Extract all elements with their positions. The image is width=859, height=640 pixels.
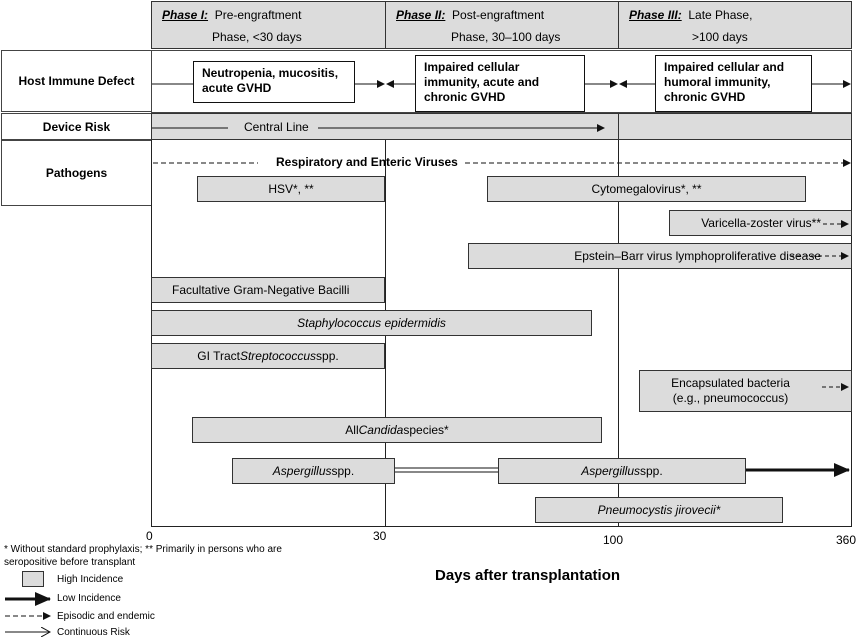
axis-title: Days after transplantation [435, 567, 621, 584]
defect-phase-1: Neutropenia, mucositis, acute GVHD [193, 61, 355, 103]
bar-staph: Staphylococcus epidermidis [151, 310, 592, 336]
strep-italic: Streptococcus [239, 349, 317, 363]
bar-cmv: Cytomegalovirus*, ** [487, 176, 806, 202]
strep-prefix: GI Tract [197, 349, 240, 363]
tick-360: 360 [836, 533, 857, 547]
phase-1-sub: Phase, <30 days [212, 30, 302, 44]
row-label-pathogens: Pathogens [1, 140, 152, 206]
phase-header-2 [385, 1, 619, 49]
bar-gram-negative: Facultative Gram-Negative Bacilli [151, 277, 385, 303]
bar-ebv: Epstein–Barr virus lymphoproliferative d… [468, 243, 852, 269]
phase-1-label: Phase I: Pre-engraftment [162, 8, 302, 22]
bar-encapsulated: Encapsulated bacteria (e.g., pneumococcu… [639, 370, 852, 412]
candida-italic: Candida [358, 423, 404, 437]
central-line-label: Central Line [244, 120, 309, 134]
strep-suffix: spp. [316, 349, 339, 363]
aspergillus-2-suffix: spp. [640, 464, 663, 478]
bar-vzv: Varicella-zoster virus** [669, 210, 852, 236]
legend-continuous-label: Continuous Risk [57, 627, 130, 638]
legend-episodic-label: Episodic and endemic [57, 611, 155, 622]
aspergillus-1-italic: Aspergillus [272, 464, 332, 478]
phase-2-label: Phase II: Post-engraftment [396, 8, 545, 22]
phase-3-label: Phase III: Late Phase, [629, 8, 753, 22]
device-phase-divider [618, 113, 619, 140]
legend-high-label: High Incidence [57, 574, 124, 585]
tick-0: 0 [146, 529, 153, 543]
bar-hsv: HSV*, ** [197, 176, 385, 202]
candida-suffix: species* [403, 423, 449, 437]
encap-line-1: Encapsulated bacteria [671, 376, 790, 390]
device-risk-band [151, 113, 852, 140]
phase-header-1 [151, 1, 386, 49]
bar-aspergillus-2: Aspergillus spp. [498, 458, 746, 484]
tick-30: 30 [373, 529, 387, 543]
encap-line-2: (e.g., pneumococcus) [672, 391, 789, 405]
candida-prefix: All [345, 423, 359, 437]
viruses-label: Respiratory and Enteric Viruses [276, 155, 458, 169]
bar-candida: All Candida species* [192, 417, 602, 443]
row-label-device-risk: Device Risk [1, 113, 152, 140]
footnote: * Without standard prophylaxis; ** Prima… [4, 544, 282, 568]
row-label-host-immune-defect: Host Immune Defect [1, 50, 152, 112]
phase-3-sub: >100 days [692, 30, 748, 44]
legend-low-label: Low Incidence [57, 593, 121, 604]
bar-pneumocystis: Pneumocystis jirovecii* [535, 497, 783, 523]
phase-2-sub: Phase, 30–100 days [451, 30, 561, 44]
legend-high-swatch [22, 571, 44, 587]
aspergillus-2-italic: Aspergillus [581, 464, 640, 478]
bar-aspergillus-1: Aspergillus spp. [232, 458, 395, 484]
defect-phase-2: Impaired cellular immunity, acute and ch… [415, 55, 585, 112]
bar-strep: GI Tract Streptococcus spp. [151, 343, 385, 369]
phase-header-3 [618, 1, 852, 49]
aspergillus-1-suffix: spp. [331, 464, 355, 478]
tick-100: 100 [603, 533, 624, 547]
defect-phase-3: Impaired cellular and humoral immunity, … [655, 55, 812, 112]
